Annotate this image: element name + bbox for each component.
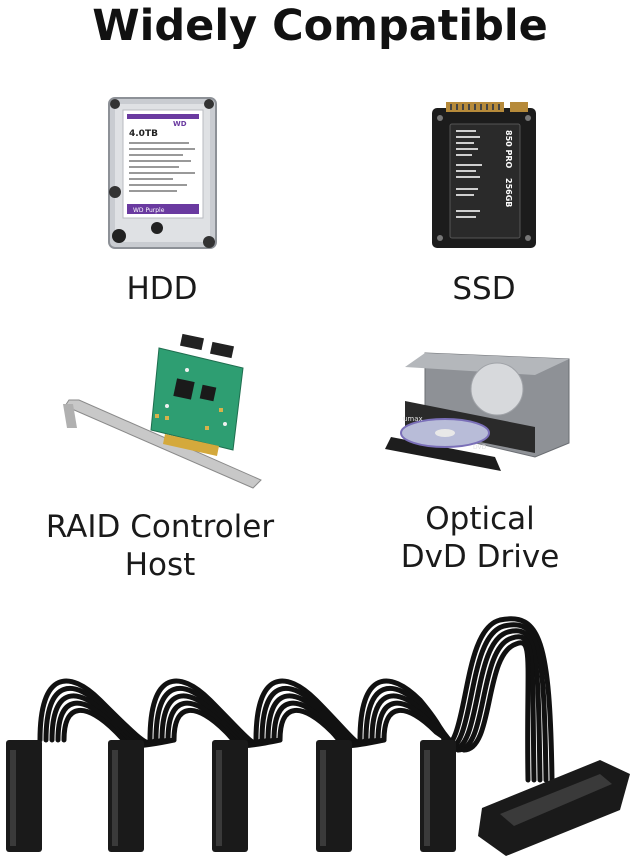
optical-drive-icon: umax DVD — [385, 352, 570, 471]
ssd-icon: 850 PRO 256GB — [432, 102, 536, 248]
device-label-hdd: HDD — [126, 271, 198, 307]
hdd-icon: WD 4.0TB WD Purple — [108, 97, 217, 249]
ssd-capacity-text: 256GB — [504, 178, 513, 207]
raid-card-icon — [63, 333, 262, 489]
sata-power-splitter-cable-icon — [6, 616, 630, 856]
page-title: Widely Compatible — [92, 1, 548, 51]
ssd-series-text: 850 PRO — [504, 130, 513, 169]
hdd-capacity-text: 4.0TB — [129, 129, 158, 139]
drive-brand-text: umax — [403, 415, 423, 423]
device-label-optical-drive: Optical DvD Drive — [400, 501, 560, 575]
hdd-brand-text: WD — [173, 120, 187, 128]
device-label-raid-controller: RAID Controler Host — [45, 509, 275, 583]
hdd-model-text: WD Purple — [133, 207, 165, 214]
device-label-ssd: SSD — [452, 271, 516, 307]
disc-logo-text: DVD — [473, 444, 487, 451]
